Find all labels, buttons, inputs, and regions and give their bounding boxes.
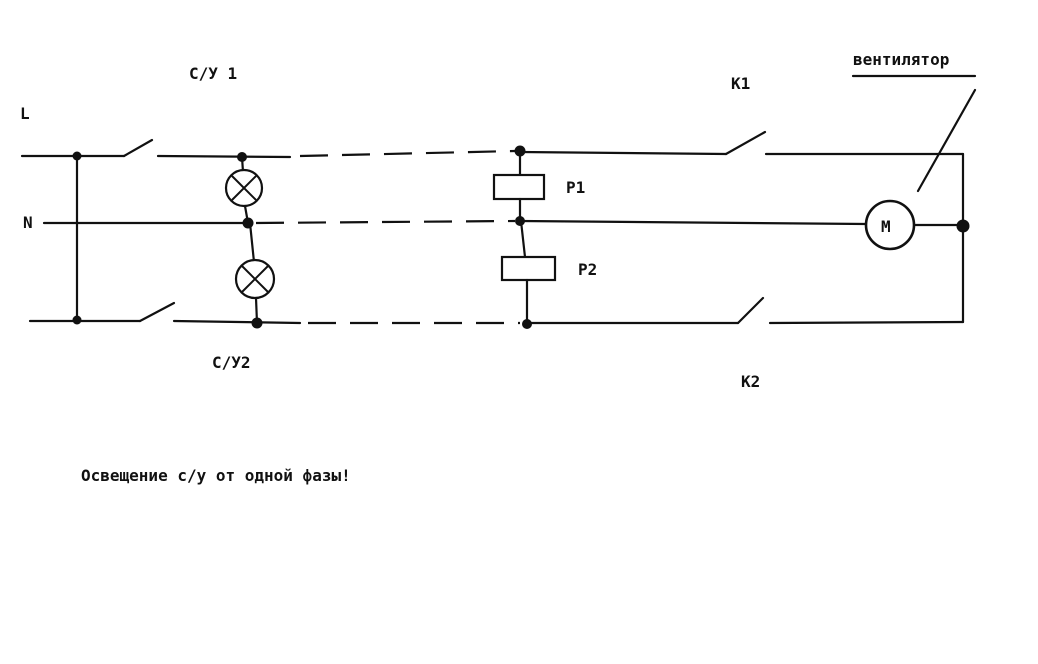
wire-lamp2-top xyxy=(248,221,256,264)
label-fan: вентилятор xyxy=(853,50,949,69)
junction-node xyxy=(72,151,82,161)
wire-bottom-after-k2 xyxy=(768,320,965,325)
label-motor: М xyxy=(881,217,891,236)
switch-su1-blade xyxy=(122,138,154,158)
junction-node xyxy=(514,145,526,157)
contact-k1-blade xyxy=(724,130,767,156)
label-switch-su2: С/У2 xyxy=(212,353,251,372)
switch-su2-blade xyxy=(138,301,176,323)
contact-k2-blade xyxy=(736,296,765,325)
junction-node xyxy=(251,317,263,329)
junction-node xyxy=(956,219,970,233)
label-relay-p2: Р2 xyxy=(578,260,597,279)
relay-p2-coil xyxy=(500,255,557,282)
junction-node xyxy=(515,216,525,226)
label-contact-k2: К2 xyxy=(741,372,760,391)
label-switch-su1: С/У 1 xyxy=(189,64,237,83)
wire-n-to-motor xyxy=(518,219,868,226)
label-relay-p1: Р1 xyxy=(566,178,585,197)
label-line-n: N xyxy=(23,213,33,232)
fan-leader-line xyxy=(916,88,977,193)
wire-top-after-su1 xyxy=(156,154,292,159)
junction-node xyxy=(72,315,82,325)
wire-top-to-k1 xyxy=(518,150,728,156)
caption-note: Освещение с/у от одной фазы! xyxy=(81,466,351,485)
lamp-1-icon xyxy=(224,168,264,208)
label-line-l: L xyxy=(20,104,30,123)
junction-node xyxy=(242,217,254,229)
junction-node xyxy=(237,152,247,162)
relay-p1-coil xyxy=(492,173,546,201)
motor-symbol xyxy=(864,199,916,251)
lamp-2-icon xyxy=(234,258,276,300)
label-contact-k1: К1 xyxy=(731,74,750,93)
junction-node xyxy=(522,319,532,329)
wire-p2-top xyxy=(519,219,527,259)
wire-n-dashed xyxy=(255,219,516,225)
wire-bottom-after-su2 xyxy=(172,319,302,325)
wire-top-dashed xyxy=(299,149,516,158)
